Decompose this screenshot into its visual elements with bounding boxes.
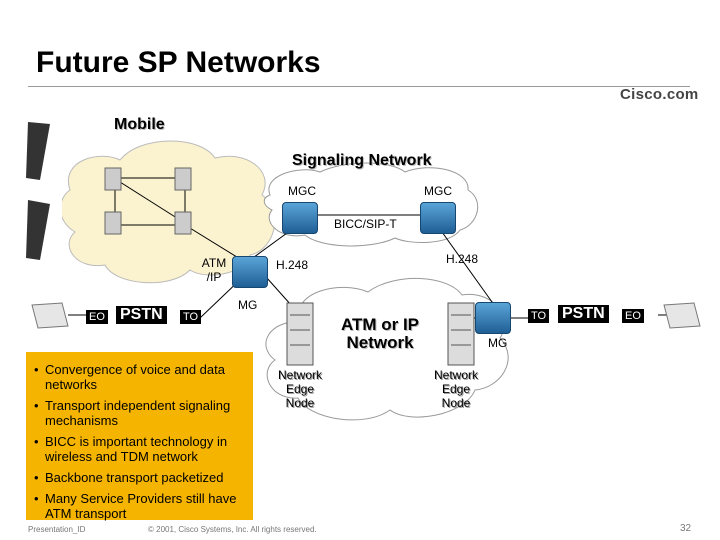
bullet-list: Convergence of voice and data networks T… xyxy=(26,352,253,521)
presentation-id: Presentation_ID xyxy=(28,525,86,534)
title-rule xyxy=(28,86,690,87)
bullet-item: Many Service Providers still have ATM tr… xyxy=(34,491,245,521)
eo-left-badge: EO xyxy=(86,310,108,324)
mg-switch-icon xyxy=(232,256,268,288)
to-left-badge: TO xyxy=(180,310,202,324)
mgc-switch-icon xyxy=(420,202,456,234)
cisco-logo: Cisco.com xyxy=(620,86,699,103)
landline-phone-group xyxy=(31,302,701,329)
atm-ip-label: ATM /IP xyxy=(201,256,227,284)
to-right-badge: TO xyxy=(528,309,550,323)
mgc-switch-icon xyxy=(282,202,318,234)
mgc-left-label: MGC xyxy=(288,184,316,198)
bullet-item: Convergence of voice and data networks xyxy=(34,362,245,392)
mobile-label: Mobile xyxy=(114,116,165,133)
eo-right-badge: EO xyxy=(622,309,644,323)
edge-node-right-label: Network Edge Node xyxy=(433,368,478,410)
h248-right-label: H.248 xyxy=(446,252,479,266)
mobile-phone-group xyxy=(10,112,62,272)
h248-left-label: H.248 xyxy=(276,258,309,272)
mgc-right-label: MGC xyxy=(424,184,452,198)
page-number: 32 xyxy=(680,523,692,534)
bullet-item: Transport independent signaling mechanis… xyxy=(34,398,245,428)
pstn-right-badge: PSTN xyxy=(558,305,609,323)
bullet-item: BICC is important technology in wireless… xyxy=(34,434,245,464)
bullet-item: Backbone transport packetized xyxy=(34,470,245,485)
edge-node-rack-group xyxy=(286,302,475,366)
edge-node-left-label: Network Edge Node xyxy=(277,368,322,410)
mg-switch-icon xyxy=(475,302,511,334)
copyright: © 2001, Cisco Systems, Inc. All rights r… xyxy=(148,525,317,534)
mobile-server-group xyxy=(104,167,192,235)
bicc-label: BICC/SIP-T xyxy=(334,217,397,231)
mg-left-label: MG xyxy=(238,298,258,312)
mg-right-label: MG xyxy=(488,336,508,350)
core-network-label: ATM or IP Network xyxy=(340,315,420,352)
signaling-network-label: Signaling Network xyxy=(292,152,432,169)
bullet-box: Convergence of voice and data networks T… xyxy=(26,352,253,521)
slide-title: Future SP Networks xyxy=(36,46,321,79)
pstn-left-badge: PSTN xyxy=(116,306,167,324)
